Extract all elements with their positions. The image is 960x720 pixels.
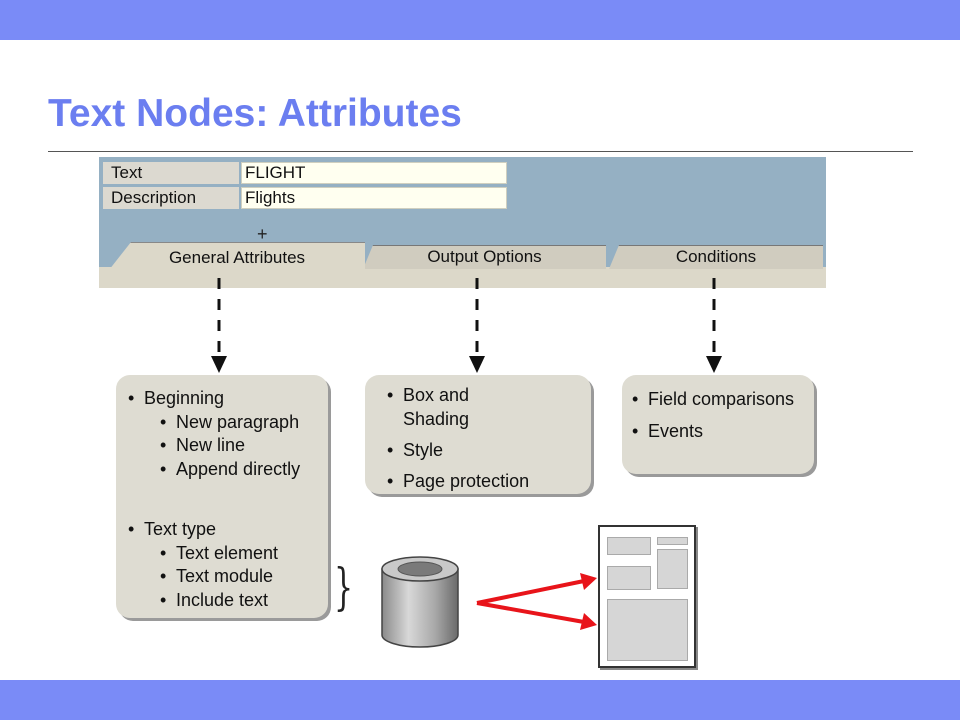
list-item-box-and-shading: Box and Shading <box>385 383 591 431</box>
curly-brace-icon: } <box>334 558 354 616</box>
red-arrow-lower <box>476 601 585 624</box>
list-item-beginning: Beginning <box>126 387 328 411</box>
mouse-cursor-icon: + <box>257 224 268 244</box>
list-item-include-text: Include text <box>158 589 328 613</box>
arrowhead-conditions <box>706 356 722 373</box>
list-item-page-protection: Page protection <box>385 469 591 493</box>
top-band <box>0 0 960 40</box>
description-field-label: Description <box>103 187 239 209</box>
list-item-text-type: Text type <box>126 518 328 542</box>
list-item-field-comparisons: Field comparisons <box>630 387 814 411</box>
doc-block <box>607 537 651 555</box>
list-item-new-line: New line <box>158 434 328 458</box>
arrowhead-output <box>469 356 485 373</box>
doc-block <box>657 549 688 589</box>
list-item-shading: Shading <box>403 409 470 429</box>
page-title: Text Nodes: Attributes <box>48 92 462 135</box>
doc-block <box>657 537 688 545</box>
tab-general-attributes[interactable]: General Attributes <box>109 242 365 270</box>
document-layout-icon <box>598 525 696 668</box>
doc-block <box>607 566 651 590</box>
tab-output-options[interactable]: Output Options <box>363 245 606 269</box>
text-field-label: Text <box>103 162 239 184</box>
sap-screen-capture: Text FLIGHT Description Flights + Output… <box>99 157 826 288</box>
list-item-events: Events <box>630 419 814 443</box>
tab-strip-base <box>99 267 826 288</box>
list-item-text-element: Text element <box>158 542 328 566</box>
list-item-style: Style <box>385 438 591 462</box>
doc-block <box>607 599 688 661</box>
list-item-text-module: Text module <box>158 565 328 589</box>
tab-conditions[interactable]: Conditions <box>609 245 823 269</box>
database-cylinder-icon <box>381 556 459 648</box>
output-options-callout: Box and Shading Style Page protection <box>365 375 591 494</box>
title-divider <box>48 151 913 152</box>
general-attributes-callout: Beginning New paragraph New line Append … <box>116 375 328 618</box>
list-item-append-directly: Append directly <box>158 458 328 482</box>
list-item-box-and: Box and <box>403 385 470 405</box>
red-arrow-upper <box>476 579 585 605</box>
conditions-callout: Field comparisons Events <box>622 375 814 474</box>
list-item-new-paragraph: New paragraph <box>158 411 328 435</box>
arrowhead-general <box>211 356 227 373</box>
description-field-value[interactable]: Flights <box>241 187 507 209</box>
bottom-band <box>0 680 960 720</box>
text-field-value[interactable]: FLIGHT <box>241 162 507 184</box>
